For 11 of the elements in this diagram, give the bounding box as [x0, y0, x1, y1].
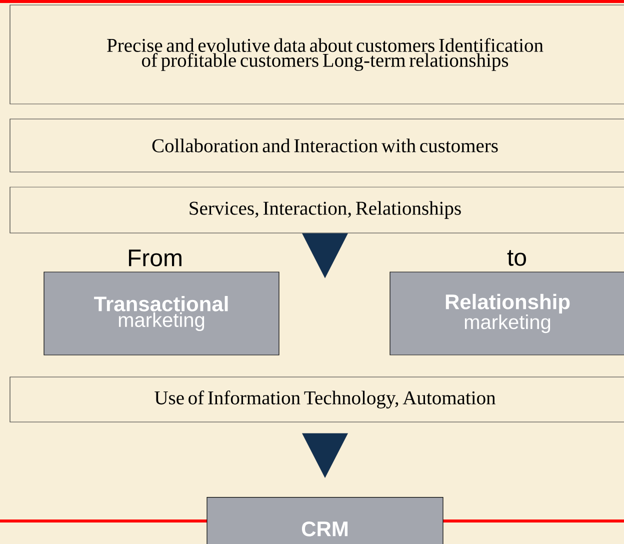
marketing-box: Transactional marketing — [44, 272, 280, 356]
text-box: Precise and evolutive data about customers Identification of profitable customers Long-term relationships — [10, 4, 624, 104]
arrow — [302, 233, 348, 278]
label: to — [507, 250, 526, 266]
marketing-box: CRM — [206, 497, 444, 544]
arrow — [302, 433, 348, 478]
label: From — [128, 250, 182, 266]
text-box: Collaboration and Interaction with customers — [10, 118, 624, 172]
text-box: Services, Interaction, Relationships — [10, 186, 624, 234]
text-box: Use of Information Technology, Automation — [10, 376, 624, 422]
marketing-box: Relationship marketing — [390, 272, 624, 356]
